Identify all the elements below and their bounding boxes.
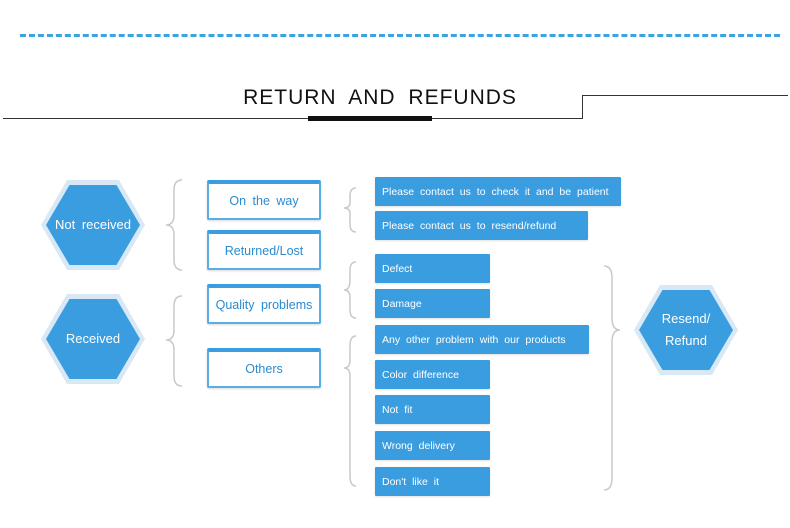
brace-others xyxy=(343,335,357,487)
brace-not-received xyxy=(165,179,183,271)
box-dont-like: Don't like it xyxy=(375,467,490,496)
box-not-fit: Not fit xyxy=(375,395,490,424)
hex-received: Received xyxy=(41,294,145,384)
hex-label: Received xyxy=(46,299,140,379)
box-color-difference: Color difference xyxy=(375,360,490,389)
header-rule-step xyxy=(582,95,583,119)
header-rule-left xyxy=(3,118,583,119)
header-rule-right xyxy=(582,95,788,96)
title-underline xyxy=(308,116,432,121)
box-resend-refund: Please contact us to resend/refund xyxy=(375,211,588,240)
box-defect: Defect xyxy=(375,254,490,283)
box-wrong-delivery: Wrong delivery xyxy=(375,431,490,460)
hex-resend-refund: Resend/ Refund xyxy=(634,285,738,375)
brace-quality xyxy=(343,261,357,319)
box-others: Others xyxy=(207,348,321,388)
result-line-1: Resend/ xyxy=(661,311,711,326)
brace-result xyxy=(603,265,621,491)
hex-not-received: Not received xyxy=(41,180,145,270)
dashed-divider xyxy=(20,34,780,37)
box-damage: Damage xyxy=(375,289,490,318)
box-returned-lost: Returned/Lost xyxy=(207,230,321,270)
box-any-other: Any other problem with our products xyxy=(375,325,589,354)
box-on-the-way: On the way xyxy=(207,180,321,220)
result-line-2: Refund xyxy=(665,333,707,348)
box-check-patient: Please contact us to check it and be pat… xyxy=(375,177,621,206)
brace-on-the-way xyxy=(343,187,357,233)
box-quality-problems: Quality problems xyxy=(207,284,321,324)
page-title: RETURN AND REFUNDS xyxy=(243,86,517,109)
brace-received xyxy=(165,295,183,387)
